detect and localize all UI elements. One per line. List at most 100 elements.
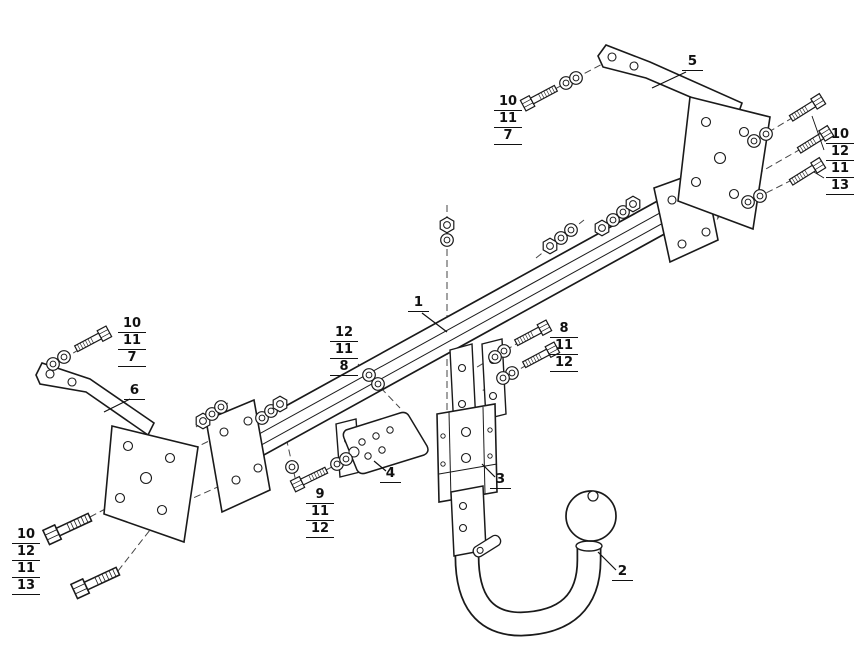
receiver-edge (482, 406, 486, 495)
leader-line (651, 71, 687, 89)
callout-number: 8 (330, 359, 358, 376)
hole (253, 463, 263, 473)
callout-number: 12 (330, 325, 358, 342)
callout-number: 9 (306, 487, 334, 504)
bolt-icon (42, 509, 94, 546)
leader-line (481, 463, 496, 478)
bolt-icon (787, 157, 827, 188)
washer-icon (488, 350, 502, 364)
washer-icon (46, 357, 60, 371)
neck-inner (456, 506, 600, 635)
callout-bolt-set-left: 10 11 7 (118, 316, 146, 367)
callout-number: 11 (330, 342, 358, 359)
hole (713, 151, 727, 165)
callout-bolt-set-top: 10 11 7 (494, 94, 522, 145)
side-arm-left-part-6 (35, 362, 199, 544)
hole (487, 453, 493, 459)
bolt-icon (72, 325, 113, 355)
washer-icon (747, 134, 761, 148)
hole (701, 227, 711, 237)
ball-cap (587, 490, 599, 502)
ball-collar (575, 540, 603, 552)
callout-number: 11 (306, 504, 334, 521)
nut-icon (272, 395, 288, 413)
dashed-line (117, 511, 165, 572)
hole (457, 363, 467, 373)
washer-icon (339, 452, 353, 466)
hole (45, 369, 55, 379)
receiver-edge (438, 463, 498, 475)
washer-icon (371, 377, 385, 391)
callout-number: 11 (494, 111, 522, 128)
hole (122, 440, 134, 452)
receiver-body (436, 403, 498, 503)
hole (440, 433, 446, 439)
part-label-4: 4 (380, 466, 401, 483)
callout-number: 12 (306, 521, 334, 538)
callout-number: 13 (12, 578, 40, 595)
hole (114, 492, 126, 504)
dashed-line (357, 363, 401, 409)
callout-bolt-set-mid-right: 8 11 12 (550, 321, 578, 372)
callout-number: 11 (12, 561, 40, 578)
part-label-3: 3 (490, 472, 511, 489)
hole (386, 426, 394, 434)
callout-number: 7 (494, 128, 522, 145)
washer-icon (564, 223, 578, 237)
leader-line (597, 551, 617, 571)
hole (460, 426, 472, 438)
hole (460, 452, 472, 464)
hole (156, 504, 168, 516)
support-plate-part-4 (342, 411, 429, 475)
leader-line (813, 171, 825, 179)
callout-number: 8 (550, 321, 578, 338)
callout-number: 12 (826, 144, 854, 161)
hole (677, 239, 687, 249)
callout-number: 12 (550, 355, 578, 372)
callout-number: 10 (494, 94, 522, 111)
bolt-icon (512, 319, 553, 349)
leader-line (103, 398, 131, 413)
hole (629, 61, 639, 71)
part-label-1: 1 (408, 295, 429, 312)
leader-line (811, 115, 825, 151)
leader-line (373, 460, 387, 472)
leader-lines (103, 71, 825, 571)
part-label-5: 5 (682, 54, 703, 71)
part-label-2: 2 (612, 564, 633, 581)
hole (667, 195, 677, 205)
washer-icon (753, 189, 767, 203)
bolt-icon (519, 82, 560, 112)
release-lever (472, 534, 502, 558)
washer-icon (285, 460, 299, 474)
washer-icon (569, 71, 583, 85)
hole (458, 501, 468, 511)
hole (458, 523, 468, 533)
callout-number: 11 (826, 161, 854, 178)
callout-number: 10 (826, 127, 854, 144)
crossbar-part-1 (205, 168, 719, 514)
receiver-bracket-part-3 (436, 403, 498, 503)
hole (364, 452, 372, 460)
hole (348, 446, 360, 458)
callout-bolt-set-lower-mid: 9 11 12 (306, 487, 334, 538)
hole (440, 461, 446, 467)
callout-number: 11 (118, 333, 146, 350)
towball-part-2 (450, 485, 617, 637)
washer-icon (440, 233, 454, 247)
crossbar-edge-line (220, 202, 679, 456)
hole (372, 432, 380, 440)
washer-icon (759, 127, 773, 141)
hole (243, 416, 253, 426)
bolt-icon (787, 93, 827, 124)
bolt-icon (70, 563, 122, 600)
hole (457, 399, 467, 409)
hole (358, 438, 366, 446)
hole (690, 176, 702, 188)
washer-icon (496, 371, 510, 385)
washer-icon (57, 350, 71, 364)
hole (487, 427, 493, 433)
hole (738, 126, 750, 138)
plate-outline (342, 411, 429, 475)
